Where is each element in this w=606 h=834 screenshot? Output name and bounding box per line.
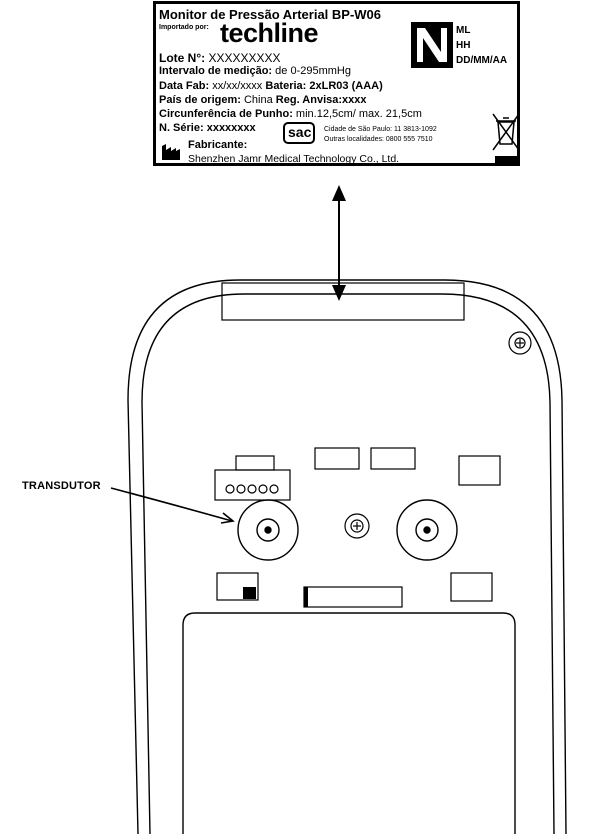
connector-block bbox=[214, 455, 291, 501]
lot-key: Lote N°: bbox=[159, 51, 206, 65]
battery-key: Bateria: bbox=[265, 80, 307, 92]
sac-line-2: Outras localidades: 0800 555 7510 bbox=[324, 136, 433, 143]
transdutor-callout-label: TRANSDUTOR bbox=[22, 480, 101, 492]
manufacturer-key: Fabricante: bbox=[188, 139, 248, 151]
range-line: Intervalo de medição: de 0-295mmHg bbox=[159, 66, 351, 77]
weee-bin-icon bbox=[492, 113, 520, 163]
device-outer-body bbox=[127, 279, 567, 834]
sac-badge: sac bbox=[283, 122, 315, 144]
mfg-value: xx/xx/xxxx bbox=[212, 80, 263, 92]
brand-logo: techline bbox=[220, 18, 319, 48]
wrist-key: Circunferência de Punho: bbox=[159, 108, 293, 120]
origin-key: País de origem: bbox=[159, 94, 241, 106]
battery-cover bbox=[182, 612, 516, 834]
wrist-line: Circunferência de Punho: min.12,5cm/ max… bbox=[159, 109, 422, 120]
component-rect-3 bbox=[458, 455, 501, 486]
product-label: Monitor de Pressão Arterial BP-W06 Impor… bbox=[153, 1, 520, 166]
manufacturer-value: Shenzhen Jamr Medical Technology Co., Lt… bbox=[188, 153, 400, 165]
reg-value: xxxx bbox=[342, 94, 367, 106]
label-title: Monitor de Pressão Arterial BP-W06 bbox=[159, 7, 382, 22]
component-rect-4 bbox=[450, 572, 493, 602]
transducer-right bbox=[396, 499, 458, 561]
component-rect-2 bbox=[370, 447, 416, 470]
serial-value: xxxxxxxx bbox=[206, 122, 256, 134]
slide-knob bbox=[304, 587, 308, 607]
wrist-value: min.12,5cm/ max. 21,5cm bbox=[295, 108, 422, 120]
sac-badge-text: sac bbox=[288, 124, 312, 140]
corner-screw bbox=[508, 331, 532, 355]
code-date: DD/MM/AA bbox=[456, 55, 508, 66]
manufacturer-factory-icon bbox=[162, 144, 180, 160]
switch-knob bbox=[243, 587, 256, 599]
lot-value: XXXXXXXXX bbox=[208, 51, 281, 65]
range-value: de 0-295mmHg bbox=[275, 65, 351, 77]
mfg-line: Data Fab: xx/xx/xxxx Bateria: 2xLR03 (AA… bbox=[159, 81, 383, 92]
certification-n-logo bbox=[411, 22, 453, 68]
range-key: Intervalo de medição: bbox=[159, 65, 273, 77]
code-hh: HH bbox=[456, 40, 471, 51]
serial-line: N. Série: xxxxxxxx bbox=[159, 123, 256, 134]
component-rect-1 bbox=[314, 447, 360, 470]
center-screw bbox=[344, 513, 370, 539]
mfg-key: Data Fab: bbox=[159, 80, 210, 92]
serial-key: N. Série: bbox=[159, 122, 204, 134]
origin-value: China bbox=[243, 94, 273, 106]
origin-line: País de origem: China Reg. Anvisa:xxxx bbox=[159, 95, 367, 106]
transducer-left bbox=[237, 499, 299, 561]
reg-key: Reg. Anvisa: bbox=[275, 94, 343, 106]
device-inner-body bbox=[141, 293, 555, 834]
label-slot bbox=[221, 282, 465, 321]
sac-line-1: Cidade de São Paulo: 11 3813-1092 bbox=[324, 126, 437, 133]
label-position-arrow bbox=[332, 185, 346, 301]
transdutor-callout-arrow bbox=[110, 487, 235, 524]
lot-line: Lote N°: XXXXXXXXX bbox=[159, 52, 281, 64]
slide-rail bbox=[303, 586, 403, 608]
code-ml: ML bbox=[456, 25, 471, 36]
battery-value: 2xLR03 (AAA) bbox=[309, 80, 383, 92]
importer-prefix: Importado por: bbox=[159, 24, 209, 31]
switch-block bbox=[216, 572, 259, 601]
